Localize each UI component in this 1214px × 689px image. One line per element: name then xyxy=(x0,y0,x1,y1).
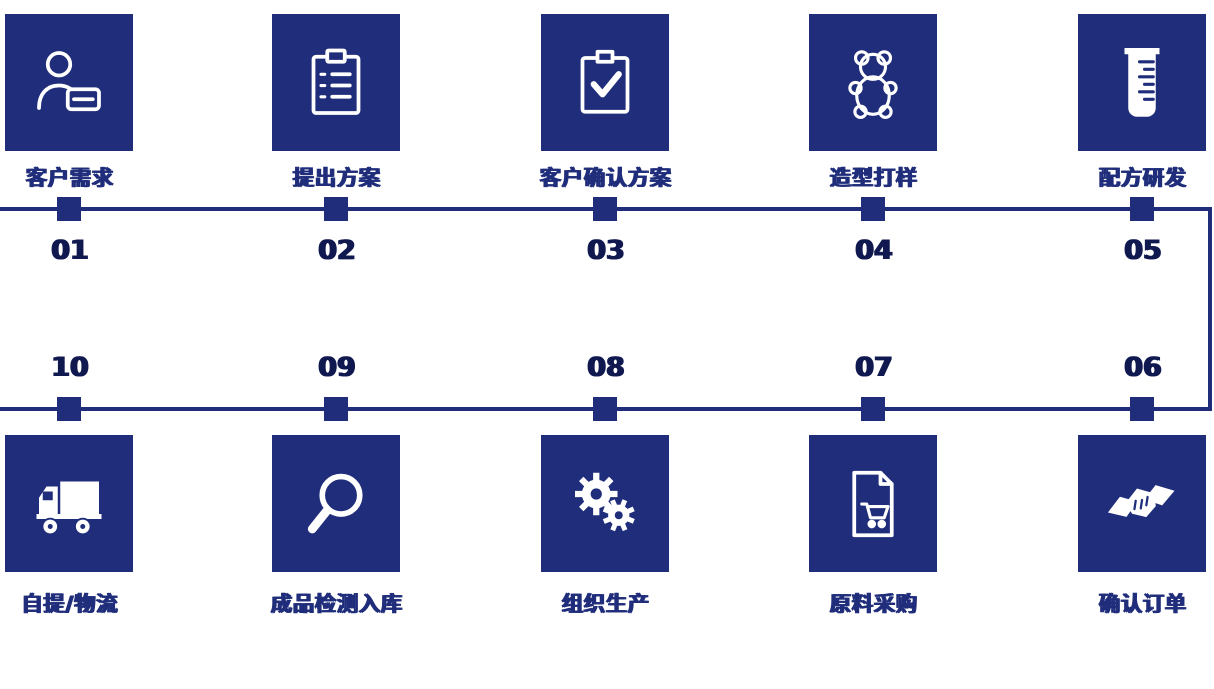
step-number: 04 xyxy=(854,235,892,266)
flow-node xyxy=(324,197,348,221)
truck-icon xyxy=(36,481,102,535)
process-step-tile xyxy=(541,435,669,572)
process-step-tile xyxy=(1078,14,1206,151)
gummy-bear-icon xyxy=(848,49,898,119)
step-number: 05 xyxy=(1123,235,1161,266)
process-step-tile xyxy=(1078,435,1206,572)
measuring-cup-icon xyxy=(1124,47,1160,117)
gears-icon xyxy=(575,472,635,531)
process-step-tile xyxy=(809,435,937,572)
step-number: 09 xyxy=(317,352,355,383)
flow-line-right xyxy=(1208,207,1212,411)
handshake-icon xyxy=(1107,484,1175,517)
step-number: 08 xyxy=(586,352,624,383)
step-label: 组织生产 xyxy=(561,592,649,616)
process-step-tile xyxy=(272,435,400,572)
clipboard-check-icon xyxy=(580,49,630,114)
flow-node xyxy=(1130,197,1154,221)
purchase-doc-icon xyxy=(852,470,894,537)
step-label: 造型打样 xyxy=(829,166,917,190)
step-number: 03 xyxy=(586,235,624,266)
process-step-tile xyxy=(5,14,133,151)
flow-node xyxy=(861,197,885,221)
process-step-tile xyxy=(5,435,133,572)
clipboard-list-icon xyxy=(311,48,361,115)
step-label: 提出方案 xyxy=(292,166,380,190)
flow-node xyxy=(861,397,885,421)
process-step-tile xyxy=(541,14,669,151)
flow-node xyxy=(593,397,617,421)
flow-node xyxy=(593,197,617,221)
process-step-tile xyxy=(272,14,400,151)
step-label: 成品检测入库 xyxy=(270,592,402,616)
step-number: 10 xyxy=(50,352,88,383)
step-label: 自提/物流 xyxy=(20,592,118,616)
step-label: 配方研发 xyxy=(1098,166,1186,190)
person-card-icon xyxy=(37,50,101,111)
process-step-tile xyxy=(809,14,937,151)
flow-node xyxy=(57,397,81,421)
step-label: 原料采购 xyxy=(829,592,917,616)
step-number: 06 xyxy=(1123,352,1161,383)
magnifier-icon xyxy=(307,473,363,533)
step-label: 确认订单 xyxy=(1098,592,1186,616)
flow-node xyxy=(324,397,348,421)
step-number: 02 xyxy=(317,235,355,266)
flow-node xyxy=(1130,397,1154,421)
step-label: 客户确认方案 xyxy=(539,166,671,190)
step-label: 客户需求 xyxy=(25,166,113,190)
step-number: 07 xyxy=(854,352,892,383)
step-number: 01 xyxy=(50,235,88,266)
flow-node xyxy=(57,197,81,221)
